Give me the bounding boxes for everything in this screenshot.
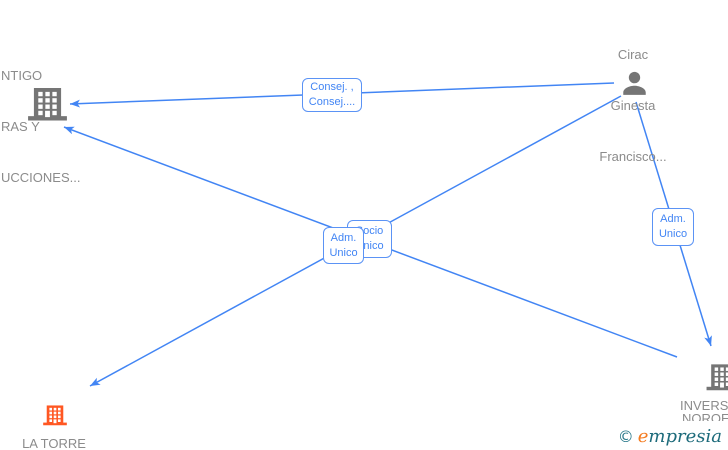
node-person-label[interactable]: Cirac Ginesta Francisco... — [599, 47, 667, 164]
empresia-logo[interactable]: © empresia — [609, 424, 728, 450]
empresia-wordmark: empresia — [637, 425, 722, 447]
node-inversiones-label[interactable]: INVERSIO — [680, 398, 728, 413]
building-icon[interactable] — [25, 88, 70, 121]
building-icon[interactable] — [42, 398, 68, 433]
copyright-icon: © — [617, 427, 634, 446]
edge-label-consej[interactable]: Consej. , Consej.... — [302, 78, 362, 112]
building-icon[interactable] — [705, 360, 728, 395]
edge-label-adm-unico-right[interactable]: Adm. Unico — [652, 208, 694, 246]
edge-label-adm-unico-center[interactable]: Adm. Unico — [323, 227, 364, 264]
node-antigo-label[interactable]: NTIGO RAS Y UCCIONES... — [1, 68, 81, 185]
node-inversiones-label-line2[interactable]: NOROES — [682, 412, 728, 421]
person-icon[interactable] — [620, 68, 649, 98]
node-la-torre-label[interactable]: LA TORRE — [22, 436, 86, 450]
